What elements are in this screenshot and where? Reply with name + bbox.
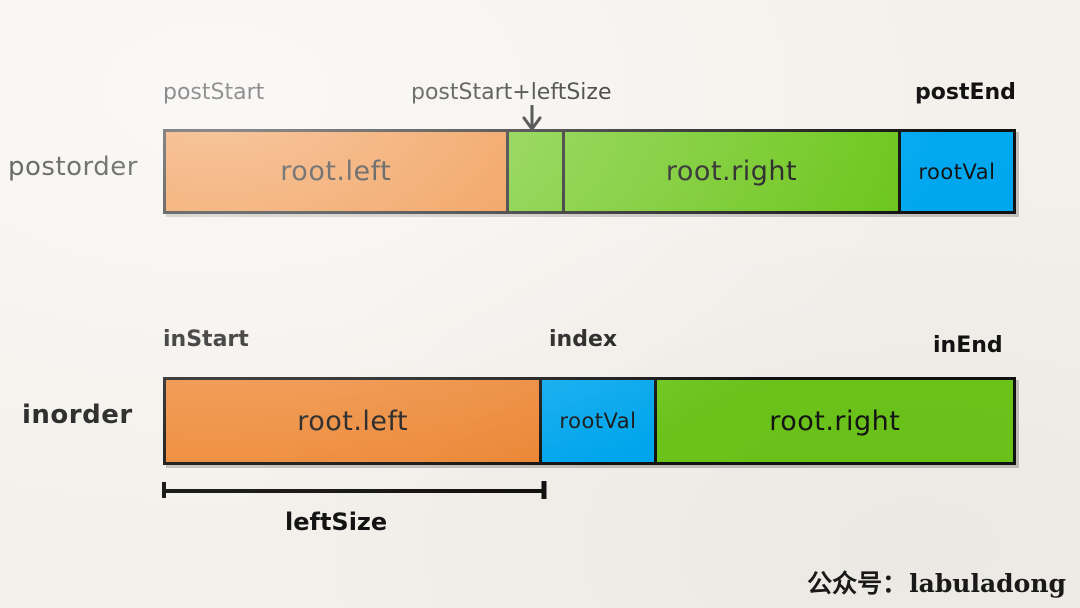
left-size-bracket-label: leftSize [285, 508, 388, 536]
row-label-inorder: inorder [22, 400, 133, 430]
marker-in-start: inStart [163, 327, 249, 352]
postorder-segment-root-val[interactable]: rootVal [900, 132, 1013, 211]
marker-in-end: inEnd [933, 333, 1003, 358]
inorder-bar: root.left rootVal root.right [163, 377, 1016, 465]
row-label-postorder: postorder [8, 152, 138, 182]
inorder-segment-root-right-label: root.right [769, 405, 901, 437]
inorder-segment-root-val[interactable]: rootVal [542, 380, 657, 462]
watermark-prefix: 公众号： [807, 569, 908, 598]
inorder-segment-root-val-label: rootVal [559, 409, 637, 433]
marker-post-end: postEnd [915, 80, 1016, 105]
postorder-segment-root-val-label: rootVal [918, 159, 996, 184]
postorder-segment-root-right-label: root.right [665, 156, 798, 187]
postorder-segment-root-left[interactable]: root.left [166, 132, 509, 211]
postorder-segment-root-right[interactable]: root.right [565, 132, 901, 211]
inorder-segment-root-left[interactable]: root.left [166, 380, 543, 462]
postorder-bar: root.left root.right rootVal [163, 129, 1016, 214]
postorder-segment-root-left-label: root.left [280, 156, 392, 187]
postorder-segment-gap[interactable] [508, 132, 566, 211]
marker-index: index [549, 327, 618, 352]
watermark: 公众号： labuladong [807, 564, 1066, 600]
watermark-name: labuladong [909, 569, 1066, 598]
inorder-segment-root-left-label: root.left [297, 405, 409, 437]
marker-post-start-plus-left-size: postStart+leftSize [411, 80, 612, 105]
left-size-bracket [160, 478, 550, 506]
marker-post-start: postStart [163, 80, 265, 105]
inorder-segment-root-right[interactable]: root.right [656, 380, 1013, 462]
